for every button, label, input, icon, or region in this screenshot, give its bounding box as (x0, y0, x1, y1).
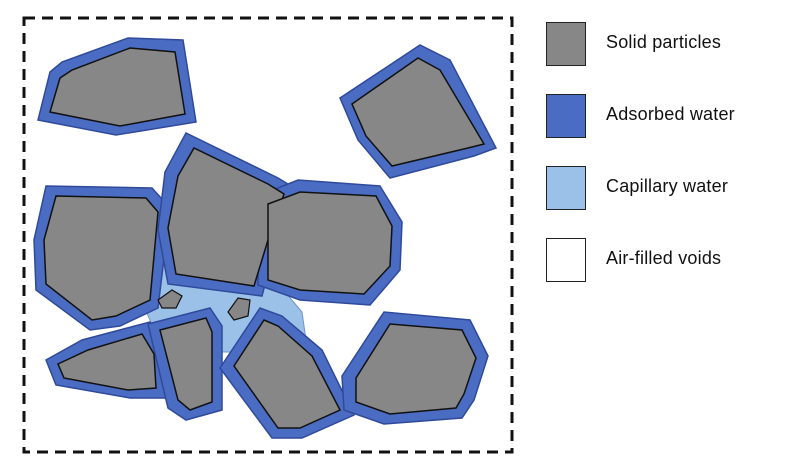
legend: Solid particles Adsorbed water Capillary… (546, 22, 796, 310)
solid-particles (43, 47, 486, 429)
control-volume-boundary (22, 16, 514, 454)
legend-item-capillary-water: Capillary water (546, 166, 796, 238)
small-grain-2 (227, 297, 251, 321)
legend-swatch-solid-particles (546, 22, 586, 66)
particle-8 (233, 319, 342, 429)
particle-5 (267, 191, 393, 295)
legend-item-solid-particles: Solid particles (546, 22, 796, 94)
particle-1 (49, 47, 186, 127)
legend-item-air-filled-voids: Air-filled voids (546, 238, 796, 310)
particle-9 (355, 323, 477, 415)
small-grain-1 (157, 289, 183, 309)
particle-7 (159, 317, 213, 411)
particle-2 (351, 57, 486, 167)
particle-6 (57, 333, 157, 391)
legend-label-solid-particles: Solid particles (606, 32, 722, 52)
legend-swatch-air-filled-voids (546, 238, 586, 282)
legend-label-capillary-water: Capillary water (606, 176, 729, 196)
particle-3 (43, 195, 159, 321)
legend-label-air-filled-voids: Air-filled voids (606, 248, 722, 268)
legend-item-adsorbed-water: Adsorbed water (546, 94, 796, 166)
legend-swatch-adsorbed-water (546, 94, 586, 138)
legend-swatch-capillary-water (546, 166, 586, 210)
legend-label-adsorbed-water: Adsorbed water (606, 104, 735, 124)
